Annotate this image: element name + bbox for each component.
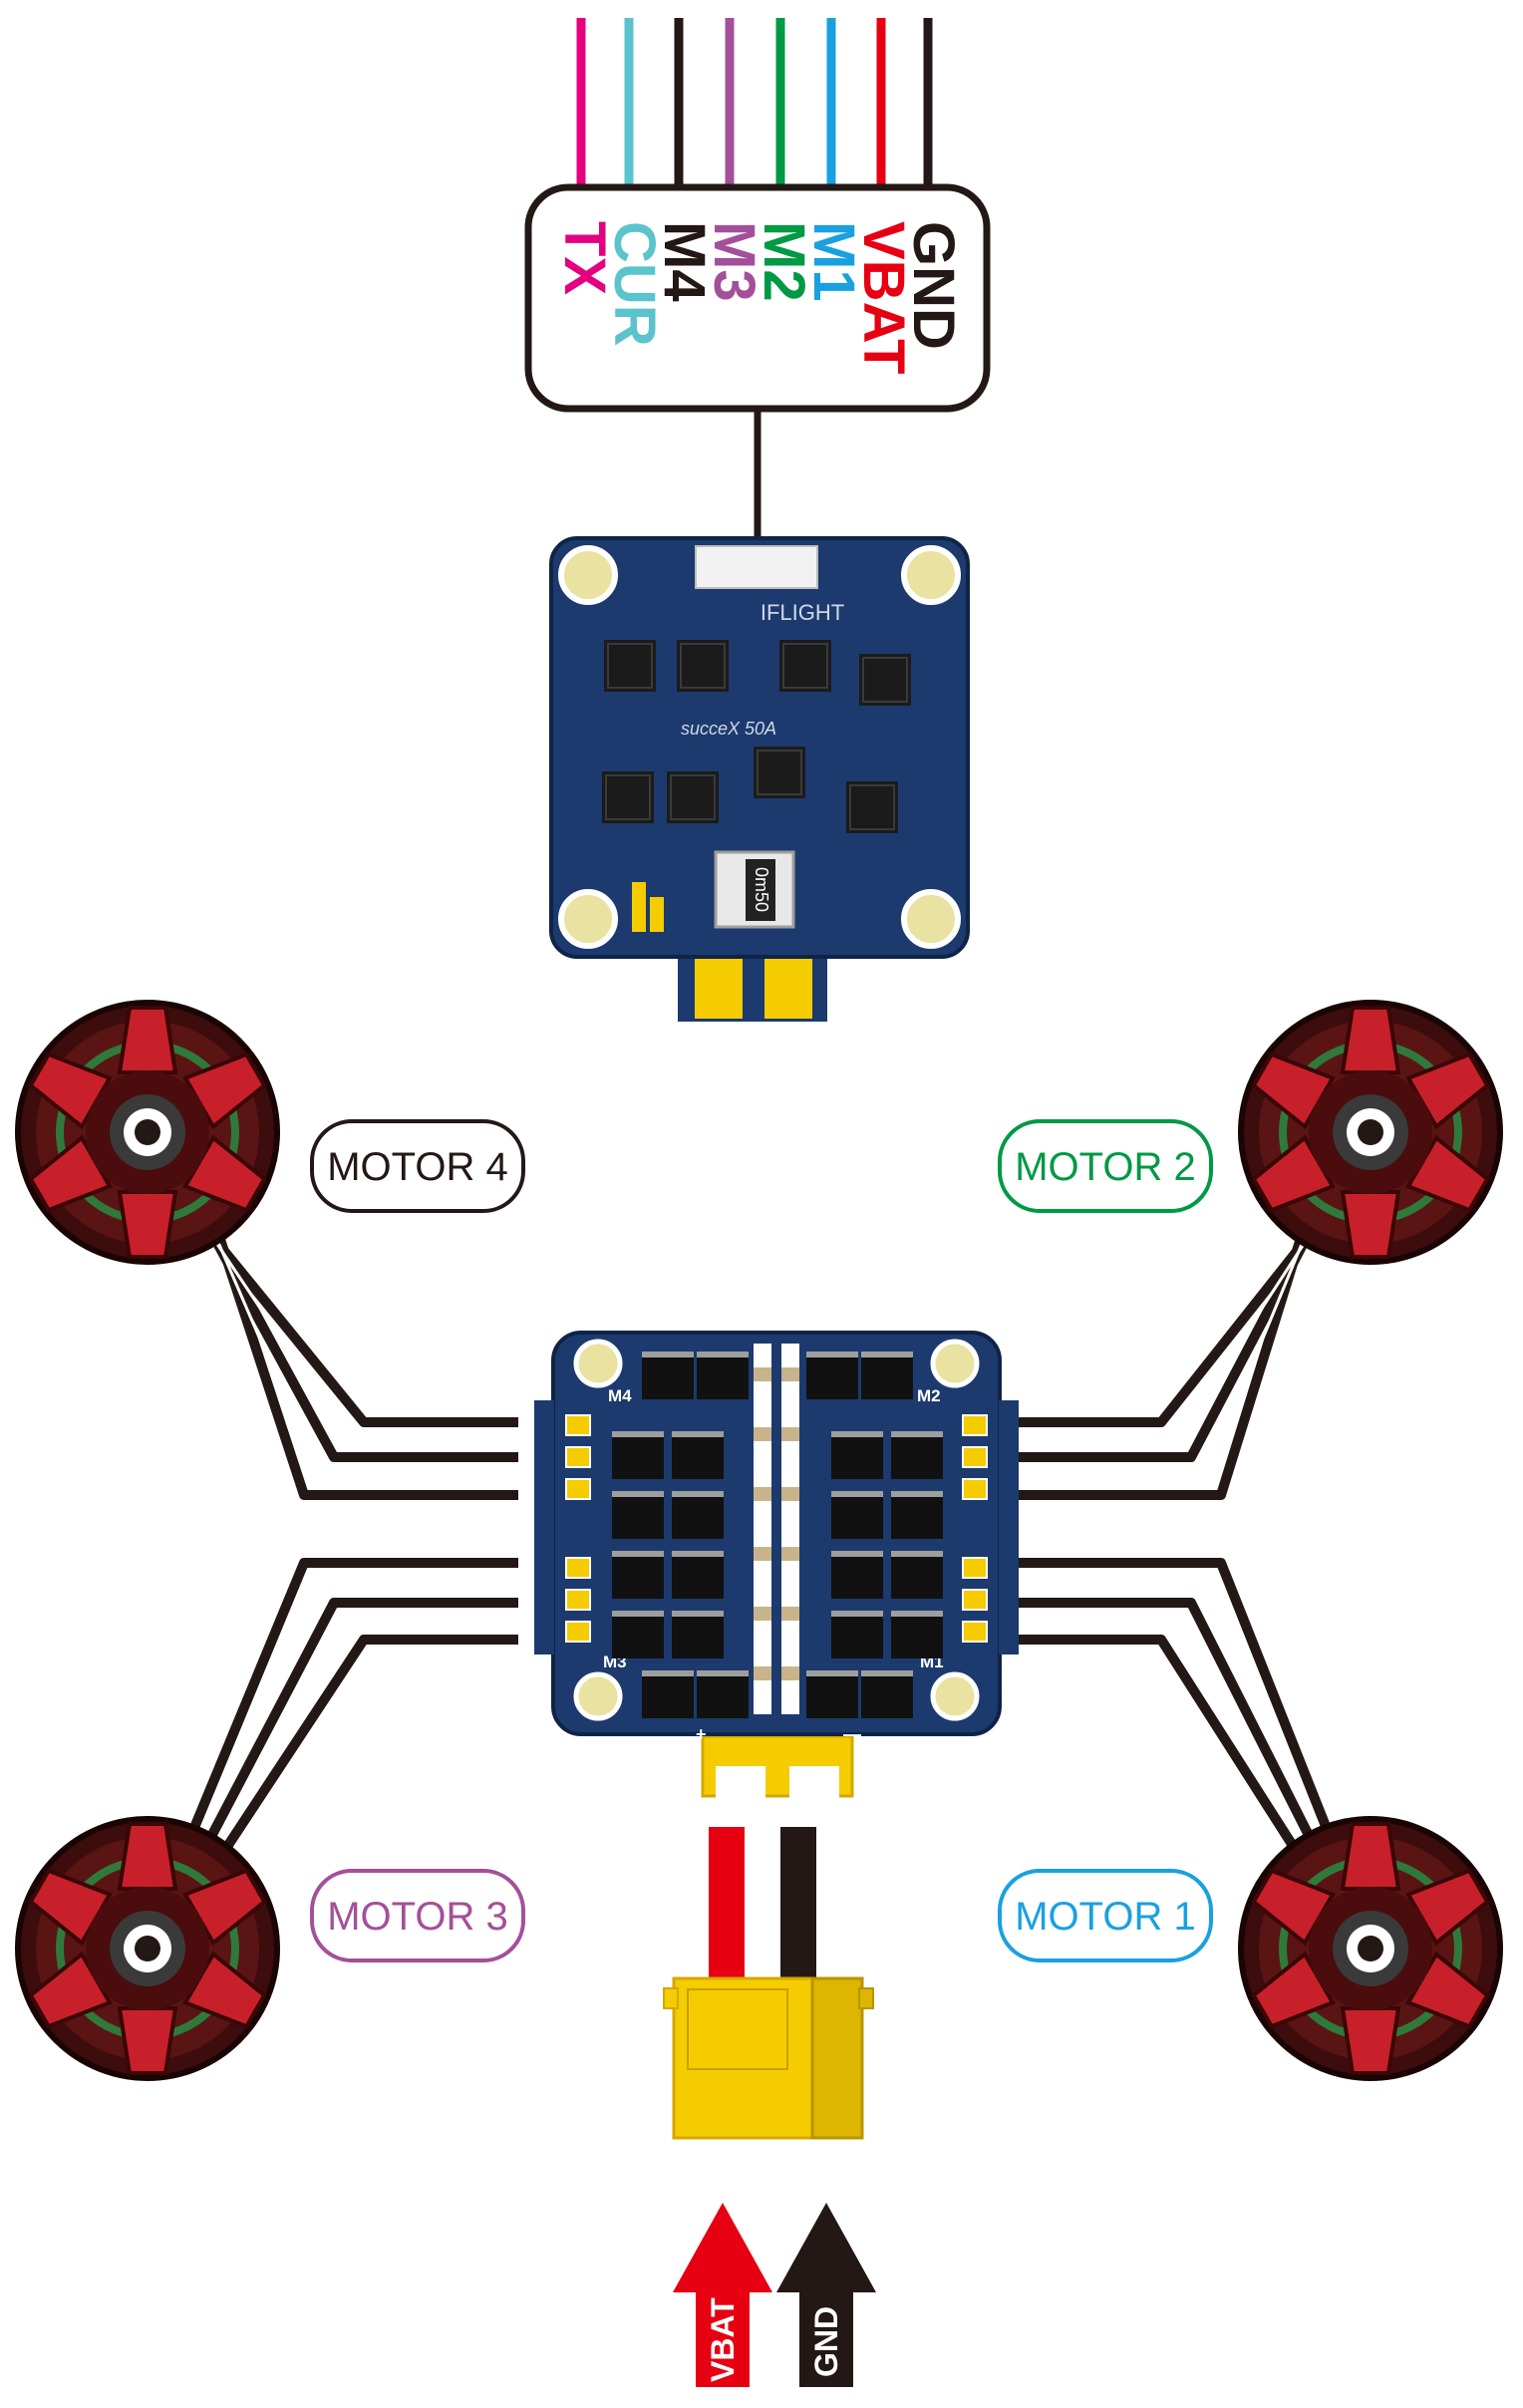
esc-board-bottom: M4 M2 M3 M1 + — bbox=[534, 1331, 1019, 1800]
motor-2 bbox=[1241, 1003, 1500, 1262]
gnd-arrow-label: GND bbox=[808, 2306, 844, 2377]
bottom-mount-hole bbox=[573, 1671, 623, 1721]
gnd-arrow-icon bbox=[776, 2203, 876, 2387]
bottom-mount-hole bbox=[573, 1339, 623, 1388]
esc-jst-socket bbox=[695, 545, 818, 589]
bottom-plus-label: + bbox=[696, 1724, 707, 1744]
motor-3-label: MOTOR 3 bbox=[327, 1895, 508, 1939]
motor-1-label: MOTOR 1 bbox=[1015, 1895, 1196, 1939]
xt60-connector-left bbox=[672, 1976, 814, 2140]
battery-lead bbox=[663, 1827, 874, 2140]
motor-4-label: MOTOR 4 bbox=[327, 1145, 508, 1189]
esc-mount-hole bbox=[558, 545, 618, 605]
pin-label-gnd: GND bbox=[901, 221, 966, 350]
pin-label-cur: CUR bbox=[602, 221, 667, 347]
motor-4 bbox=[18, 1003, 277, 1262]
esc-pad-plus bbox=[764, 955, 812, 1019]
vbat-arrow-label: VBAT bbox=[705, 2297, 741, 2382]
pin-label-m2: M2 bbox=[752, 221, 816, 302]
bottom-mount-hole bbox=[930, 1339, 980, 1388]
esc-board-top: — + IFLIGHT succeX 50A 0m50 bbox=[549, 536, 970, 1022]
motor-1 bbox=[1241, 1819, 1500, 2078]
connector-wires bbox=[576, 18, 933, 199]
motor-lead-wires bbox=[174, 1192, 1346, 1877]
motor-2-label: MOTOR 2 bbox=[1015, 1145, 1196, 1189]
xt60-connector-right bbox=[810, 1976, 864, 2140]
esc-mount-hole bbox=[901, 545, 961, 605]
motor-4-badge bbox=[310, 1119, 525, 1213]
battery-wire-vbat bbox=[709, 1827, 745, 1986]
esc-brand: IFLIGHT bbox=[761, 600, 844, 625]
bottom-mount-hole bbox=[930, 1671, 980, 1721]
bottom-minus-label: — bbox=[843, 1724, 861, 1744]
motor-labels: MOTOR 4 MOTOR 2 MOTOR 3 MOTOR 1 bbox=[310, 1119, 1213, 1962]
pin-label-tx: TX bbox=[552, 221, 617, 295]
esc-mount-hole bbox=[901, 889, 961, 949]
connector-pinout: GND VBAT M1 M2 M3 M4 CUR TX bbox=[524, 183, 991, 572]
motor-2-badge bbox=[998, 1119, 1213, 1213]
vbat-arrow-icon bbox=[673, 2203, 772, 2387]
power-arrows: VBAT GND bbox=[673, 2203, 876, 2387]
pin-label-vbat: VBAT bbox=[851, 221, 916, 375]
esc-shunt-label: 0m50 bbox=[752, 867, 771, 912]
pin-label-m3: M3 bbox=[702, 221, 766, 302]
motor-3-badge bbox=[310, 1869, 525, 1962]
battery-wire-gnd bbox=[780, 1827, 816, 1986]
esc-mount-hole bbox=[558, 889, 618, 949]
bottom-label-m4: M4 bbox=[608, 1386, 632, 1405]
bottom-label-m2: M2 bbox=[917, 1386, 941, 1405]
motor-3 bbox=[18, 1819, 277, 2078]
pin-label-m1: M1 bbox=[801, 221, 866, 302]
motor-1-badge bbox=[998, 1869, 1213, 1962]
pin-label-m4: M4 bbox=[652, 221, 717, 302]
esc-pad-minus bbox=[695, 955, 743, 1019]
esc-model: succeX 50A bbox=[681, 719, 776, 739]
